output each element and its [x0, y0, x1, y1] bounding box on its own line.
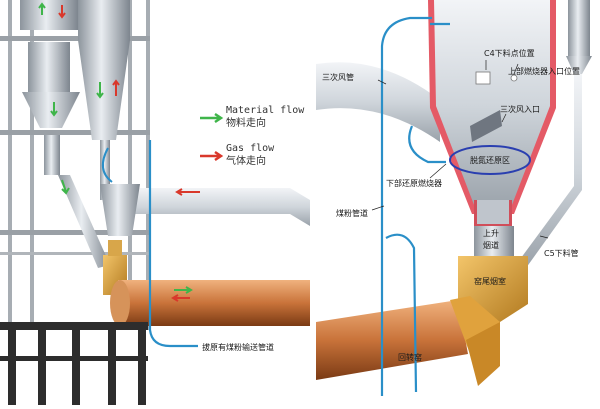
left-flow-arrows — [38, 2, 200, 302]
label-upper-burner: 上部燃烧器入口位置 — [508, 66, 580, 76]
left-blue-duct-small — [101, 147, 113, 183]
label-riser-1: 上升 — [483, 229, 499, 238]
legend-gas-zh: 气体走向 — [226, 154, 266, 167]
left-tertiary-duct — [100, 184, 310, 236]
gas-flow-legend-icon — [200, 150, 224, 162]
label-original-coal-pipe: 拔原有煤粉输送管道 — [202, 342, 274, 352]
base-frame — [0, 322, 148, 405]
gas-arrow-icon — [112, 79, 120, 96]
right-coal-ducts — [380, 16, 450, 396]
label-c5-downpipe: C5下料管 — [544, 248, 579, 258]
right-panel: C4下料点位置 上部燃烧器入口位置 三次风管 三次风入口 脱氮还原区 下部还原燃… — [316, 0, 600, 405]
label-tertiary-inlet: 三次风入口 — [500, 104, 540, 114]
gas-arrow-icon — [171, 294, 190, 302]
label-kiln-hood: 窑尾烟室 — [474, 276, 506, 286]
material-arrow-icon — [174, 286, 193, 294]
cyclone-left — [20, 0, 110, 268]
label-riser-2: 烟道 — [483, 240, 499, 250]
legend-material-en: Material flow — [226, 105, 305, 116]
steel-frame — [0, 0, 150, 330]
gas-arrow-icon — [175, 188, 200, 196]
c4-feed-marker — [475, 71, 491, 85]
material-flow-legend-icon — [200, 112, 224, 124]
material-arrow-icon — [96, 82, 104, 99]
right-tertiary-duct — [316, 62, 440, 142]
panel-divider — [310, 0, 316, 405]
upper-burner-marker — [510, 74, 518, 82]
flow-legend: Material flow 物料走向 Gas flow 气体走向 — [200, 105, 305, 167]
material-arrow-icon — [50, 102, 58, 117]
coal-pipe-blue — [148, 140, 198, 348]
right-rotary-kiln — [316, 296, 500, 386]
calciner-vessel — [428, 0, 556, 226]
left-rotary-kiln — [110, 280, 310, 326]
legend-material-zh: 物料走向 — [226, 116, 266, 129]
material-arrow-icon — [38, 2, 46, 15]
label-lower-burner: 下部还原燃烧器 — [386, 178, 442, 188]
label-c4-feed: C4下料点位置 — [484, 48, 535, 58]
cyclone-right — [78, 0, 130, 200]
riser-flue — [474, 226, 514, 256]
gas-arrow-icon — [58, 5, 66, 19]
label-tertiary-duct: 三次风管 — [322, 72, 354, 82]
left-panel: Material flow 物料走向 Gas flow 气体走向 拔原有煤粉输送… — [0, 0, 310, 405]
reduction-zone-highlight — [449, 145, 531, 175]
legend-gas-en: Gas flow — [226, 143, 275, 154]
tertiary-inlet-marker — [470, 110, 502, 142]
right-leader-lines — [371, 60, 549, 239]
label-coal-duct: 煤粉管道 — [336, 208, 368, 218]
label-rotary-kiln: 回转窑 — [398, 352, 422, 362]
c5-downpipe — [518, 0, 592, 268]
material-arrow-icon — [61, 179, 70, 195]
label-reduction-zone: 脱氮还原区 — [470, 155, 510, 165]
